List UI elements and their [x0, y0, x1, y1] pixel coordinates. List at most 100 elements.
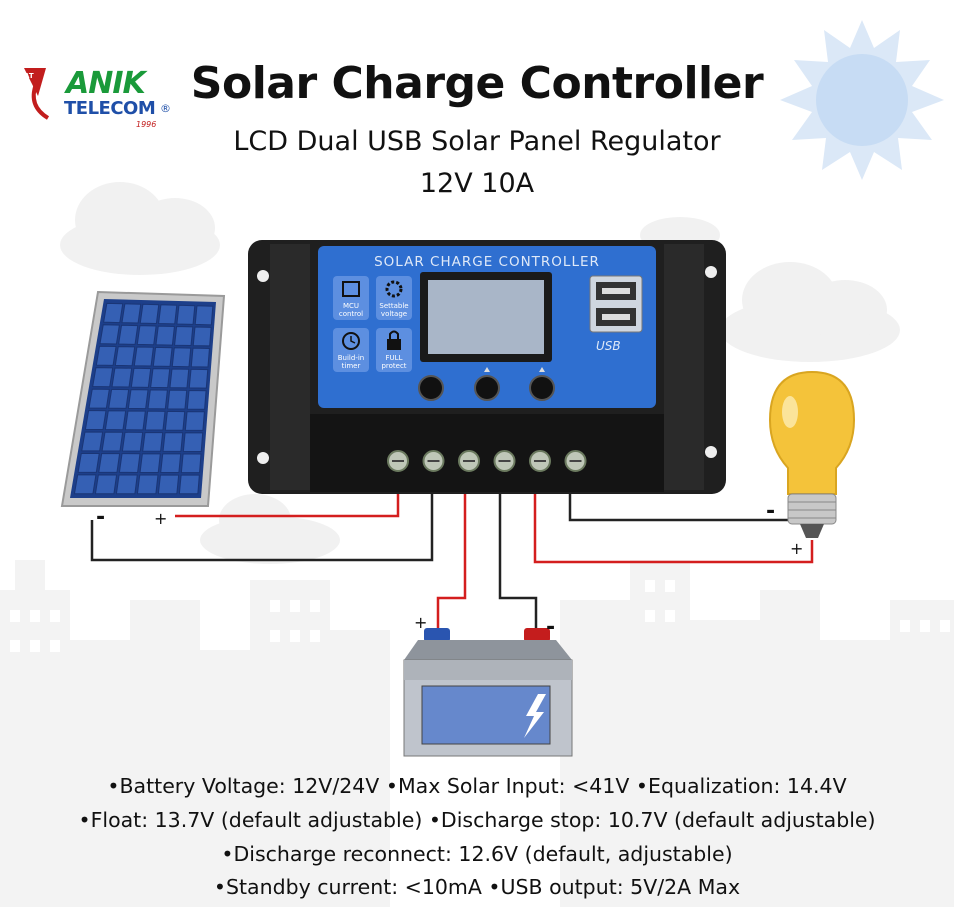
lock-icon [387, 339, 401, 350]
solar-cell [114, 346, 136, 367]
spec-line-1: •Battery Voltage: 12V/24V •Max Solar Inp… [107, 774, 847, 798]
solar-cell [171, 347, 192, 368]
panel-plus-label: + [154, 509, 167, 528]
gear-icon [385, 280, 403, 298]
wires [90, 490, 814, 630]
solar-cell [77, 452, 100, 473]
solar-cell [136, 325, 157, 346]
solar-cell [164, 410, 186, 431]
feature-1-line1: MCU [343, 302, 359, 310]
solar-cell [124, 410, 146, 431]
solar-cell [111, 367, 133, 388]
wire-load-plus [533, 490, 814, 564]
chip-icon [342, 281, 360, 297]
feature-3-line1: Build-in [338, 354, 364, 362]
solar-cell [182, 432, 204, 453]
feature-2-line2: voltage [381, 310, 407, 318]
company-logo: AT ANIK TELECOM ® 1996 [18, 66, 178, 132]
solar-cell [121, 431, 144, 452]
solar-cell [94, 474, 118, 495]
sun-icon [780, 20, 944, 180]
solar-cell [139, 453, 161, 474]
solar-cell [84, 410, 107, 431]
feature-4-line2: protect [381, 362, 406, 370]
solar-cell [194, 305, 214, 326]
mount-hole [257, 270, 269, 282]
wire-panel-minus [90, 490, 434, 562]
logo-registered-mark: ® [160, 102, 171, 115]
menu-button [418, 375, 444, 401]
clock-icon [342, 332, 360, 350]
usb-ports: USB [589, 275, 643, 353]
solar-cell [103, 302, 124, 324]
solar-cell [98, 453, 121, 473]
logo-brand: ANIK [66, 66, 146, 101]
solar-cell [160, 453, 182, 474]
load-plus-label: + [790, 539, 803, 558]
feature-3-line2: timer [342, 362, 361, 370]
solar-cell [95, 345, 117, 366]
solar-cell [157, 474, 180, 495]
wire-panel-plus [175, 490, 400, 518]
solar-cell [192, 326, 212, 347]
logo-year: 1996 [136, 120, 157, 129]
solar-cell [99, 324, 120, 345]
solar-panel [60, 290, 226, 507]
solar-cell [152, 346, 173, 367]
controller-buttons [418, 367, 555, 401]
page-title: Solar Charge Controller [190, 58, 764, 109]
solar-cell [73, 474, 97, 495]
logo-prefix: AT [24, 72, 34, 80]
solar-cell [167, 389, 188, 410]
spec-line-2: •Float: 13.7V (default adjustable) •Disc… [78, 808, 876, 832]
solar-cell [139, 303, 160, 324]
solar-cell [92, 367, 114, 388]
solar-cell [169, 368, 190, 389]
solar-cell [176, 304, 196, 325]
solar-cell [144, 410, 166, 431]
city-windows [10, 580, 950, 652]
solar-cell [180, 453, 202, 474]
solar-cell [150, 368, 171, 389]
charge-controller: SOLAR CHARGE CONTROLLER MCU control Sett… [248, 240, 726, 494]
terminal-block [310, 414, 664, 492]
lightning-icon [524, 694, 546, 738]
solar-cell [178, 474, 200, 495]
rating-label: 12V 10A [419, 168, 535, 199]
solar-cell [136, 474, 159, 495]
solar-cell [162, 432, 184, 452]
solar-cell [101, 431, 124, 452]
solar-cell [190, 347, 210, 368]
wire-load-minus [568, 490, 790, 522]
logo-mark-icon [24, 68, 50, 120]
solar-cell [130, 367, 152, 388]
solar-cell [127, 389, 149, 410]
solar-cell [115, 474, 138, 495]
feature-4-line1: FULL [386, 354, 403, 362]
solar-cell [184, 411, 205, 431]
logo-brand-sub: TELECOM [64, 98, 156, 119]
solar-cell [147, 389, 168, 410]
solar-cell [155, 325, 175, 346]
solar-cell [186, 389, 207, 410]
up-arrow-icon [539, 367, 545, 372]
solar-cell [188, 368, 209, 389]
mount-hole [705, 266, 717, 278]
battery-plus-label: + [414, 613, 427, 632]
up-button [474, 375, 500, 401]
city-skyline [0, 560, 954, 907]
solar-cell [158, 304, 178, 325]
feature-1-line2: control [339, 310, 363, 318]
down-button [529, 375, 555, 401]
solar-cell [118, 324, 139, 345]
solar-cells [73, 302, 214, 495]
light-bulb [768, 370, 856, 538]
faceplate-label: SOLAR CHARGE CONTROLLER [374, 254, 600, 270]
battery [403, 628, 573, 757]
feature-badges: MCU control Settable voltage Build-in ti… [333, 276, 412, 372]
up-arrow-icon [484, 367, 490, 372]
load-minus-label: - [766, 499, 775, 524]
